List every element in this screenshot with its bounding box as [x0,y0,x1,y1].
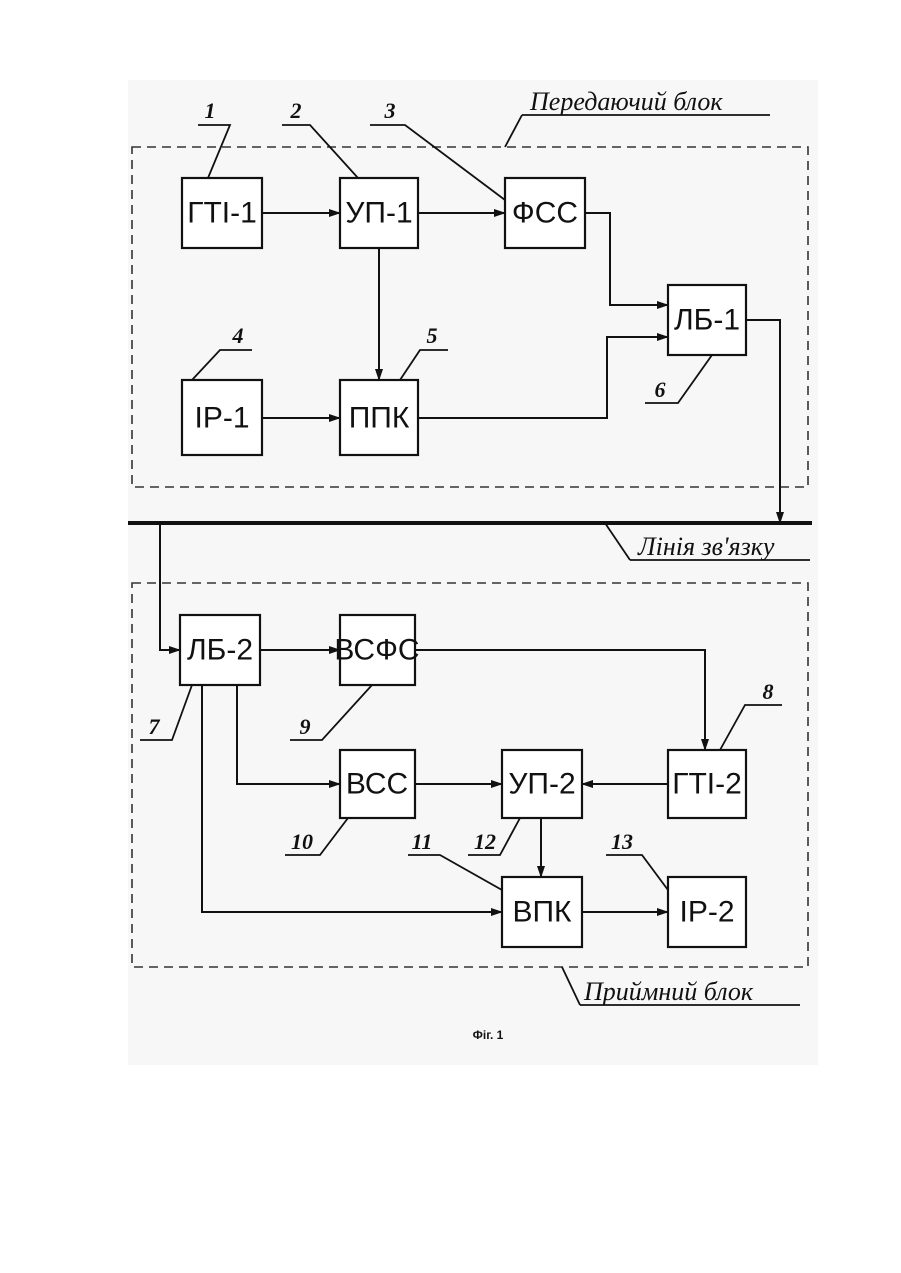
ref-number-12: 12 [474,829,496,854]
block-up2: УП-2 [502,750,582,818]
block-vpk-label: ВПК [512,896,572,929]
block-vpk: ВПК [502,877,582,947]
block-ir1: ІР-1 [182,380,262,455]
block-vss-label: ВСС [346,768,408,801]
block-vsfs: ВСФС [334,615,419,685]
block-fss: ФСС [505,178,585,248]
ref-number-3: 3 [384,98,396,123]
ref-number-5: 5 [427,323,438,348]
ref-number-7: 7 [149,714,161,739]
block-lb1: ЛБ-1 [668,285,746,355]
block-up2-label: УП-2 [508,768,575,801]
ref-number-6: 6 [655,377,666,402]
line-label: Лінія зв'язку [637,532,775,561]
block-lb1-label: ЛБ-1 [674,304,740,337]
figure-caption: Фіг. 1 [473,1028,504,1042]
ref-number-8: 8 [763,679,774,704]
ref-number-11: 11 [412,829,433,854]
block-ir1-label: ІР-1 [194,402,249,435]
block-gti2-label: ГТІ-2 [672,768,742,801]
block-lb2-label: ЛБ-2 [187,634,253,667]
block-vsfs-label: ВСФС [334,634,419,667]
receive-block-label: Приймний блок [583,977,754,1006]
ref-number-13: 13 [611,829,633,854]
block-ir2-label: ІР-2 [679,896,734,929]
block-gti1: ГТІ-1 [182,178,262,248]
block-ppk-label: ППК [349,402,410,435]
ref-number-2: 2 [290,98,302,123]
block-vss: ВСС [340,750,415,818]
block-gti1-label: ГТІ-1 [187,197,257,230]
block-ppk: ППК [340,380,418,455]
ref-number-4: 4 [232,323,244,348]
transmit-block-label: Передаючий блок [529,87,723,116]
block-gti2: ГТІ-2 [668,750,746,818]
ref-number-10: 10 [291,829,313,854]
block-fss-label: ФСС [512,197,578,230]
block-lb2: ЛБ-2 [180,615,260,685]
ref-number-1: 1 [205,98,216,123]
block-ir2: ІР-2 [668,877,746,947]
block-up1-label: УП-1 [345,197,412,230]
ref-number-9: 9 [300,714,311,739]
block-up1: УП-1 [340,178,418,248]
